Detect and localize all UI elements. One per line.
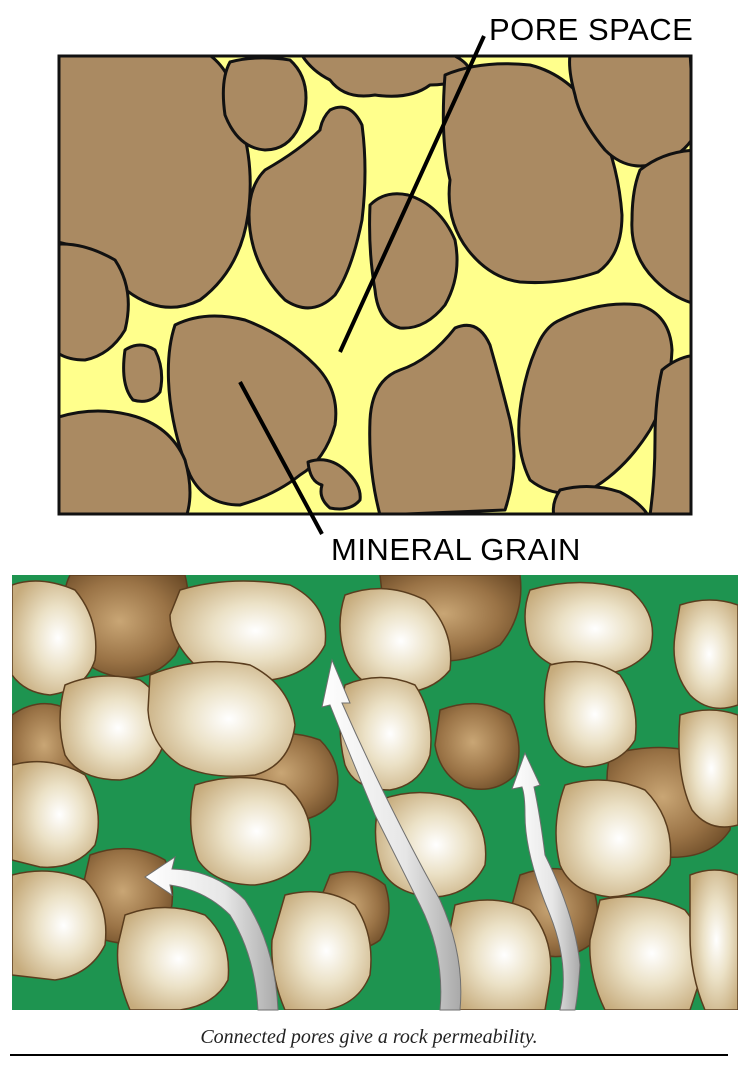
rock-grain <box>272 892 371 1010</box>
rock-grain <box>12 762 98 868</box>
caption-divider <box>10 1054 728 1056</box>
rock-grain <box>448 900 551 1010</box>
rock-cross-section-diagram <box>0 0 738 565</box>
mineral-grain <box>50 244 128 360</box>
mineral-grain <box>124 345 162 401</box>
permeability-illustration <box>0 575 738 1023</box>
rock-grain <box>690 870 738 1010</box>
rock-grain <box>544 662 636 767</box>
figure-caption: Connected pores give a rock permeability… <box>0 1026 738 1049</box>
pore-space-label: PORE SPACE <box>489 12 693 48</box>
rock-grain <box>590 897 703 1010</box>
rock-grain <box>191 778 311 886</box>
mineral-grain <box>223 58 306 150</box>
mineral-grain-label: MINERAL GRAIN <box>331 532 581 568</box>
rock-grain <box>12 871 106 980</box>
rock-grain <box>118 908 229 1011</box>
